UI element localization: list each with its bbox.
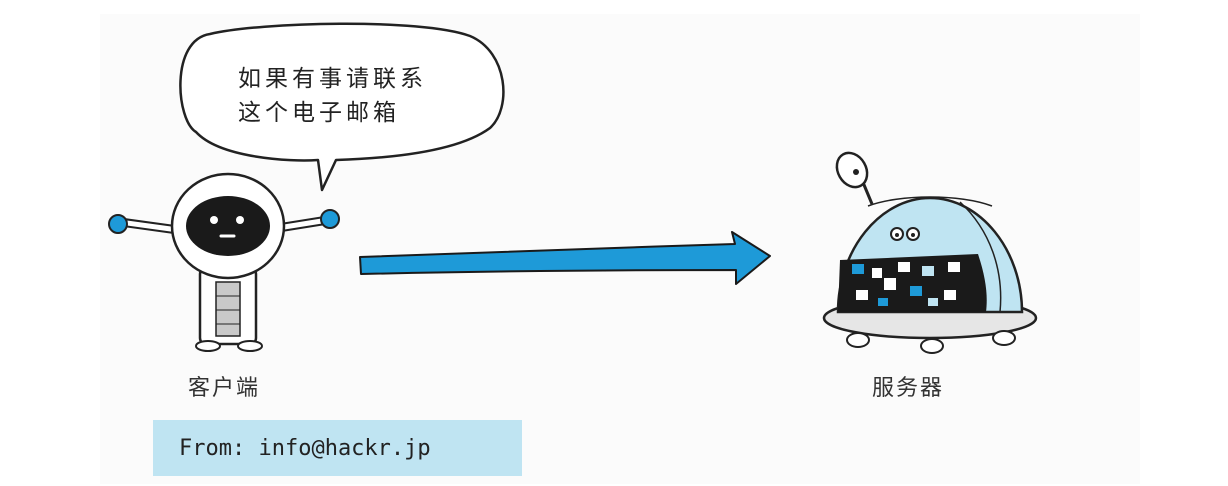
speech-line-2: 这个电子邮箱 — [238, 100, 400, 126]
from-email-box: From: info@hackr.jp — [153, 420, 522, 476]
speech-bubble — [179, 22, 505, 192]
server-robot-icon — [822, 151, 1038, 354]
server-label: 服务器 — [872, 376, 945, 401]
client-label: 客户端 — [188, 376, 261, 401]
from-email-text: From: info@hackr.jp — [179, 435, 431, 461]
arrow-icon — [359, 231, 771, 285]
speech-bubble-text: 如果有事请联系 这个电子邮箱 — [238, 62, 427, 130]
speech-line-1: 如果有事请联系 — [238, 66, 427, 92]
client-robot-icon — [108, 172, 340, 352]
